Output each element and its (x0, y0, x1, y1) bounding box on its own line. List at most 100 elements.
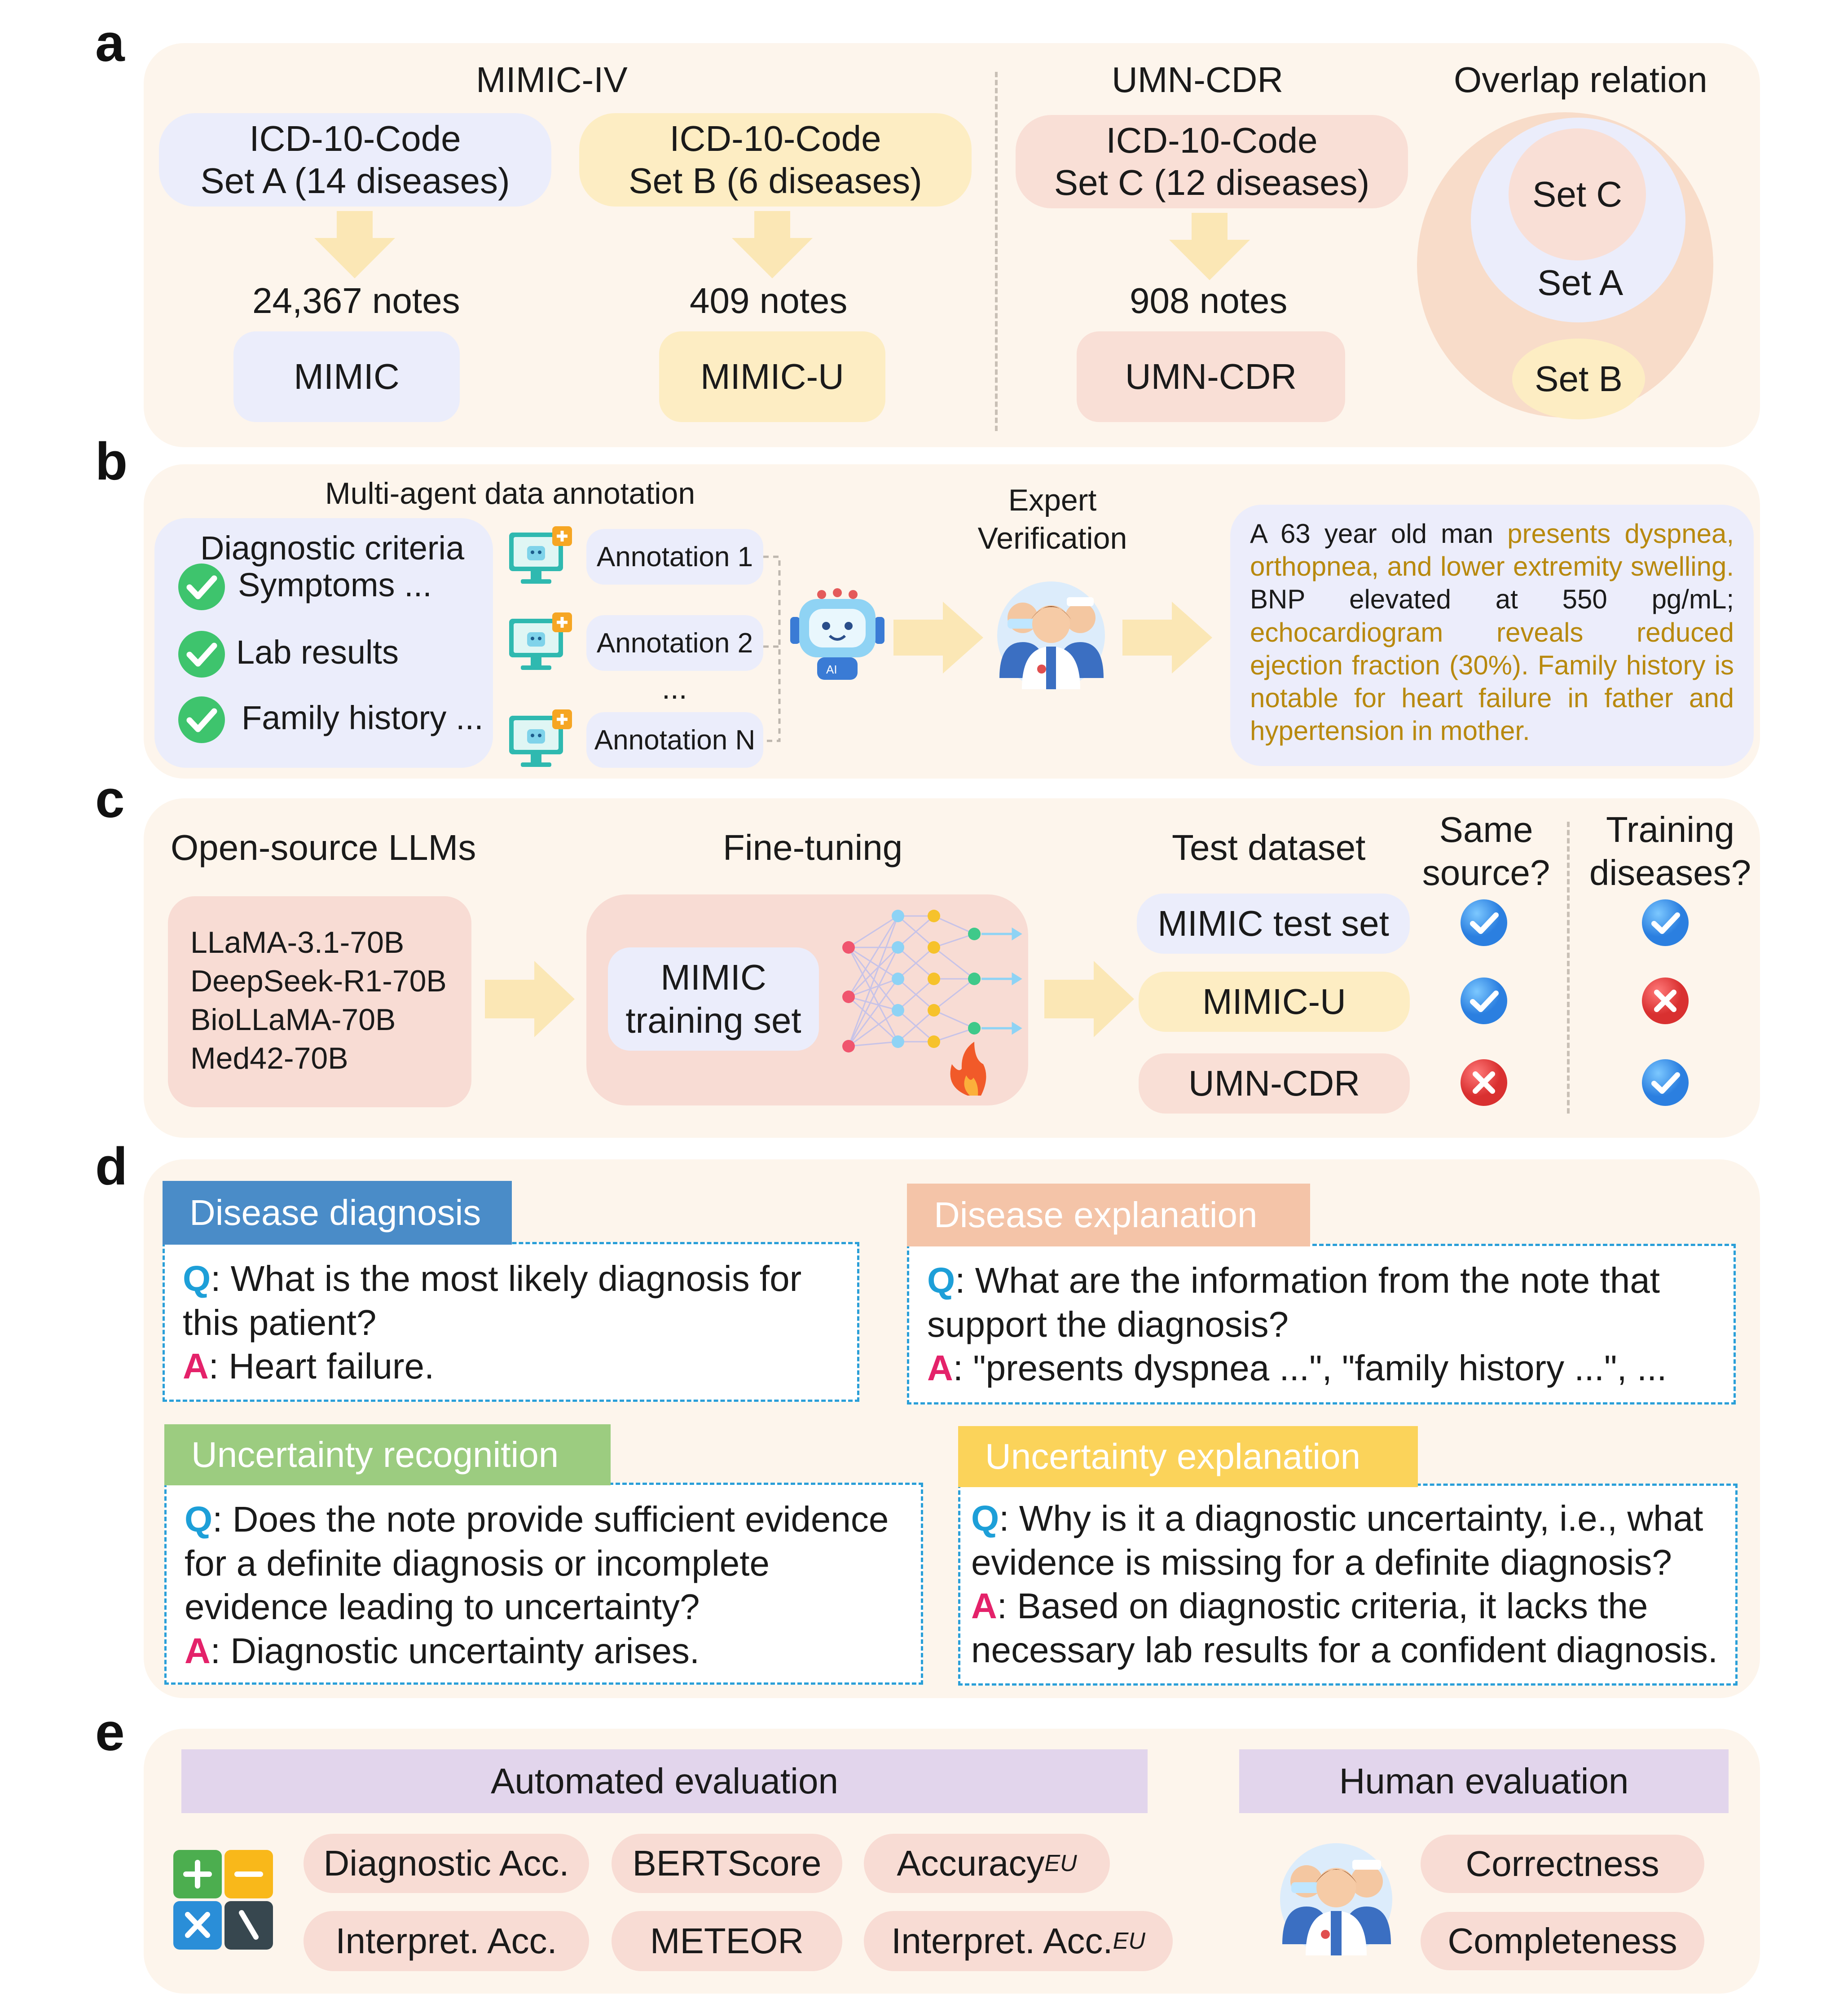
set-c-line1: ICD-10-Code (1106, 120, 1318, 160)
uexp-question: : Why is it a diagnostic uncertainty, i.… (971, 1498, 1703, 1582)
set-b-line2: Set B (6 diseases) (629, 161, 922, 201)
check-circle-icon (1641, 1058, 1690, 1110)
uncertainty-recognition-qa: Q: Does the note provide sufficient evid… (164, 1483, 923, 1685)
llm-item: DeepSeek-R1-70B (190, 964, 447, 998)
venn-set-c: Set C (1509, 128, 1646, 260)
human-correctness: Correctness (1421, 1835, 1704, 1893)
note-text: BNP elevated at 550 pg/mL; (1250, 584, 1734, 615)
train-dis-line2: diseases? (1589, 853, 1751, 893)
criteria-item: Family history ... (242, 699, 484, 736)
notes-count-c: 908 notes (1130, 281, 1288, 321)
a-letter: A (183, 1346, 209, 1387)
note-highlight: presents dyspnea, orthopnea, and lower e… (1250, 519, 1734, 582)
urec-question: : Does the note provide sufficient evide… (185, 1499, 889, 1627)
neural-network-icon (842, 910, 1022, 1096)
panel-letter-c: c (95, 770, 125, 829)
annotation-pill: Annotation 2 (586, 615, 763, 671)
calculator-icon (173, 1850, 273, 1950)
uncertainty-explanation-qa: Q: Why is it a diagnostic uncertainty, i… (958, 1484, 1738, 1686)
check-icon (177, 695, 226, 747)
metric-bertscore: BERTScore (612, 1834, 842, 1893)
human-evaluation-header: Human evaluation (1239, 1749, 1729, 1813)
q-letter: Q (971, 1498, 999, 1538)
clinical-note: A 63 year old man presents dyspnea, orth… (1230, 505, 1754, 766)
down-arrow-icon (314, 211, 395, 278)
llm-item: LLaMA-3.1-70B (190, 925, 405, 960)
same-line1: Same (1439, 810, 1533, 850)
metric-diagnostic-acc: Diagnostic Acc. (304, 1834, 589, 1893)
uncertainty-explanation-header: Uncertainty explanation (958, 1426, 1418, 1487)
llm-list-box (168, 896, 471, 1107)
test-dataset-item: MIMIC-U (1139, 972, 1410, 1032)
cross-circle-icon (1641, 976, 1690, 1028)
disease-diagnosis-header: Disease diagnosis (163, 1181, 512, 1245)
umn-cdr-title: UMN-CDR (1112, 60, 1284, 100)
mimic-iv-title: MIMIC-IV (476, 60, 628, 100)
llm-item: BioLLaMA-70B (190, 1003, 396, 1037)
open-source-llms-title: Open-source LLMs (171, 828, 476, 867)
annotation-bracket (763, 555, 781, 742)
expl-answer: : "presents dyspnea ...", "family histor… (953, 1348, 1667, 1388)
set-a-line2: Set A (14 diseases) (200, 161, 510, 201)
set-c-line2: Set C (12 diseases) (1054, 163, 1370, 203)
expert-verification-label: Expert Verification (972, 481, 1133, 558)
expert-line2: Verification (977, 521, 1127, 555)
uncertainty-recognition-header: Uncertainty recognition (164, 1424, 611, 1485)
q-letter: Q (927, 1260, 955, 1300)
interpret-acc-eu-label: Interpret. Acc. (891, 1921, 1113, 1961)
panel-letter-b: b (95, 432, 128, 491)
set-b-line1: ICD-10-Code (669, 118, 881, 159)
expert-line1: Expert (1008, 483, 1097, 517)
q-letter: Q (183, 1259, 211, 1299)
down-arrow-icon (732, 211, 813, 278)
computer-agent-icon (507, 526, 575, 591)
computer-agent-icon (507, 709, 575, 775)
check-circle-icon (1641, 898, 1690, 950)
dataset-mimic-u: MIMIC-U (659, 331, 885, 422)
a-letter: A (185, 1630, 211, 1671)
fine-tuning-title: Fine-tuning (723, 828, 903, 867)
venn-set-b: Set B (1512, 339, 1645, 419)
test-dataset-item: UMN-CDR (1139, 1053, 1410, 1114)
set-a-line1: ICD-10-Code (249, 118, 461, 159)
test-dataset-item: MIMIC test set (1137, 894, 1410, 954)
disease-diagnosis-qa: Q: What is the most likely diagnosis for… (163, 1242, 859, 1402)
test-dataset-title: Test dataset (1172, 828, 1366, 867)
q-letter: Q (185, 1499, 213, 1539)
right-arrow-icon (1044, 961, 1134, 1037)
same-line2: source? (1422, 853, 1550, 893)
svg-text:AI: AI (826, 663, 837, 676)
check-icon (177, 630, 226, 681)
llm-item: Med42-70B (190, 1041, 348, 1075)
same-source-header: Same source? (1401, 808, 1571, 894)
metric-interpret-acc: Interpret. Acc. (304, 1911, 589, 1971)
train-dis-line1: Training (1606, 810, 1735, 850)
annotation-pill: Annotation 1 (586, 529, 763, 585)
urec-answer: : Diagnostic uncertainty arises. (210, 1630, 700, 1671)
check-circle-icon (1459, 976, 1509, 1028)
doctors-icon (1280, 1843, 1392, 1955)
down-arrow-icon (1169, 213, 1250, 280)
right-arrow-icon (485, 961, 575, 1037)
right-arrow-icon (1122, 602, 1212, 674)
icd-set-c-pill: ICD-10-Code Set C (12 diseases) (1016, 115, 1408, 208)
doctors-icon (997, 581, 1105, 689)
icd-set-a-pill: ICD-10-Code Set A (14 diseases) (159, 113, 551, 207)
training-diseases-header: Training diseases? (1580, 808, 1760, 894)
criteria-item: Symptoms ... (238, 566, 432, 603)
eu-superscript: EU (1044, 1850, 1077, 1876)
robot-icon: AI (790, 588, 884, 680)
train-line1: MIMIC (660, 957, 766, 997)
disease-explanation-header: Disease explanation (907, 1184, 1310, 1246)
a-letter: A (971, 1586, 997, 1626)
check-circle-icon (1459, 898, 1509, 950)
a-letter: A (927, 1348, 953, 1388)
panel-letter-e: e (95, 1703, 125, 1762)
notes-count-b: 409 notes (690, 281, 848, 321)
metric-interpret-acc-eu: Interpret. Acc.EU (864, 1911, 1173, 1971)
annotation-ellipsis: ... (662, 671, 687, 705)
expl-question: : What are the information from the note… (927, 1260, 1660, 1344)
annotation-pill: Annotation N (586, 712, 763, 768)
diag-question: : What is the most likely diagnosis for … (183, 1259, 802, 1343)
